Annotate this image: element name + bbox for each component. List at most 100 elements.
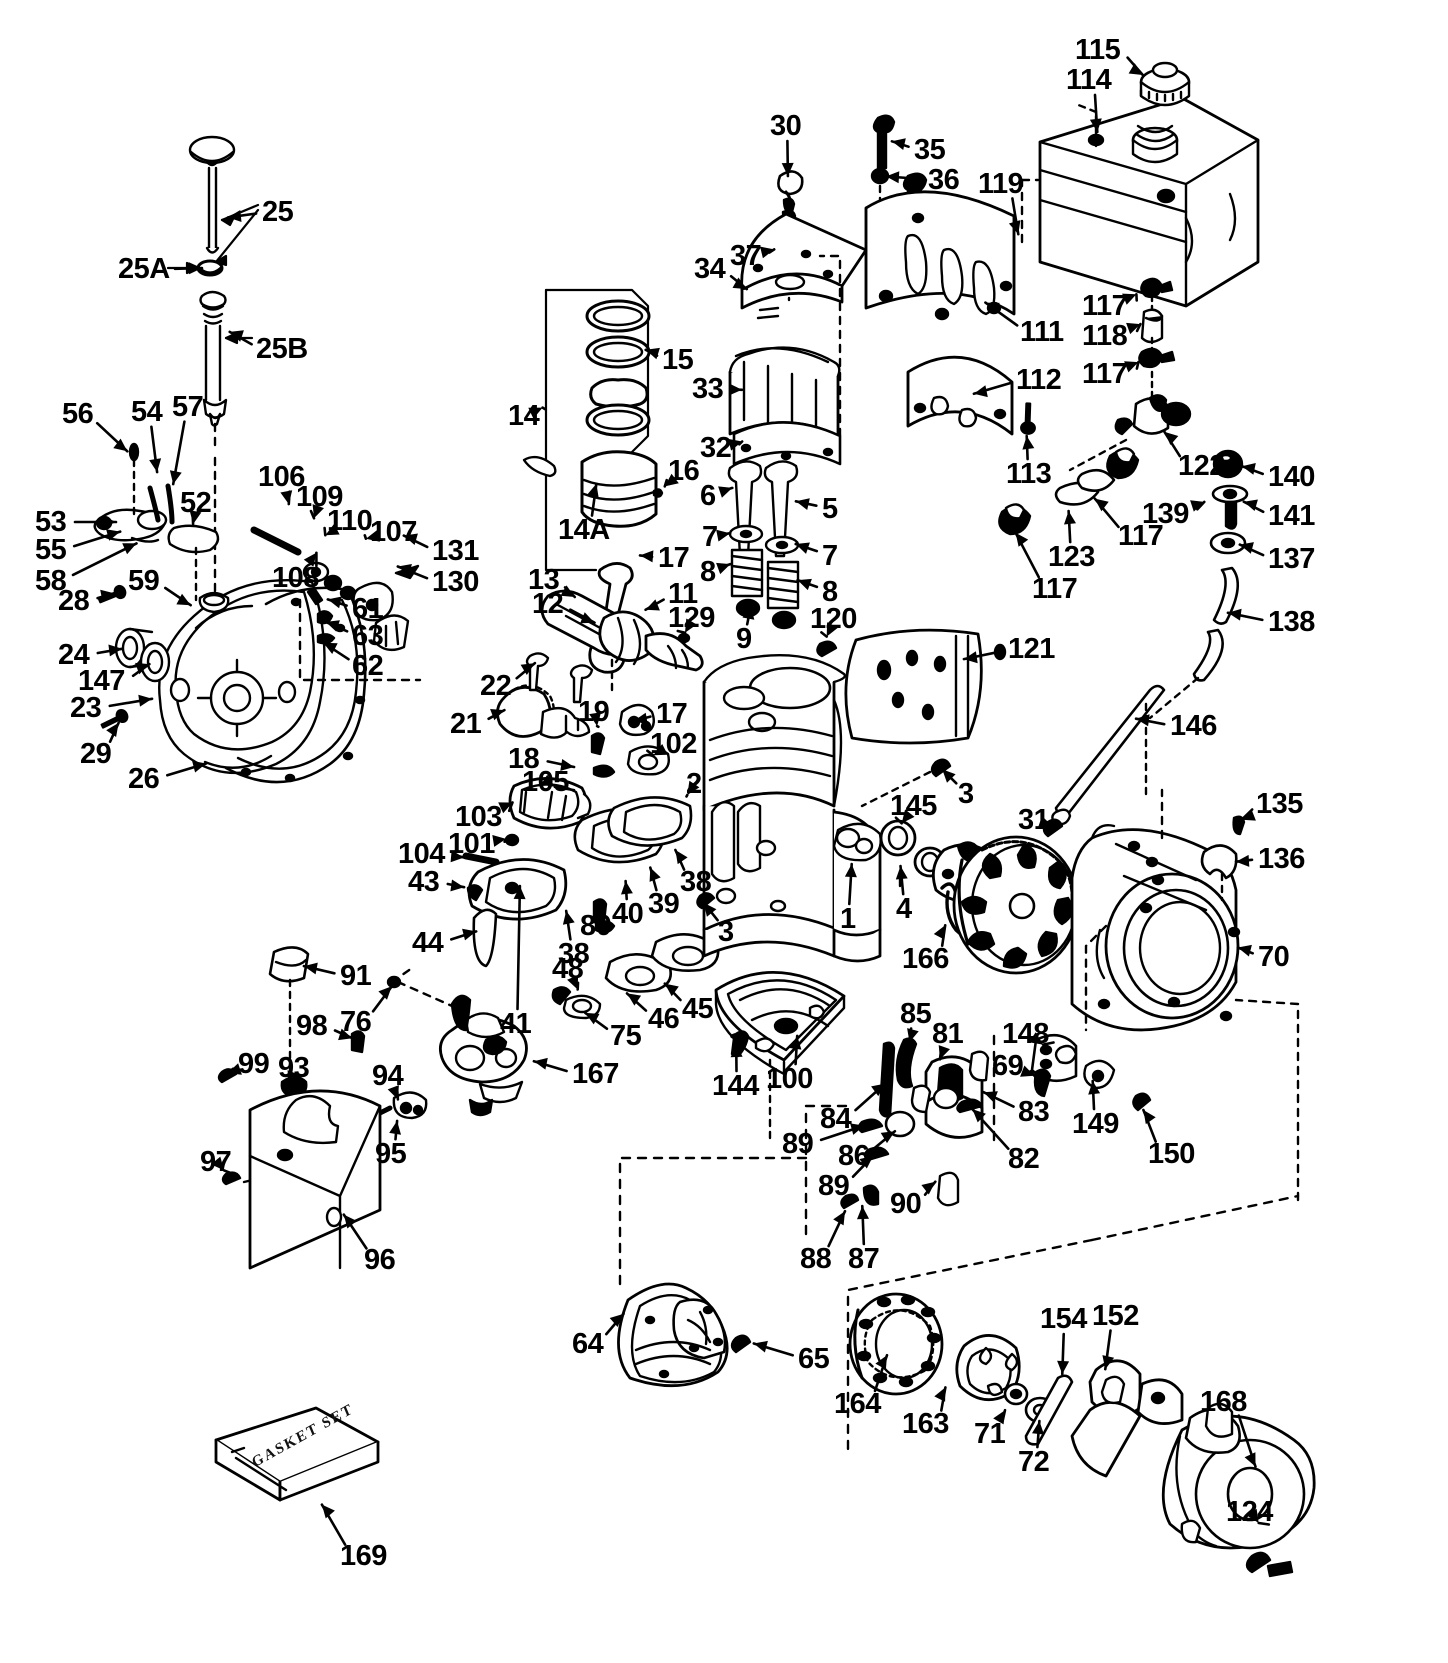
callout-25: 25 <box>262 196 294 228</box>
callout-62: 62 <box>352 650 384 682</box>
callout-84: 84 <box>820 1103 852 1135</box>
callout-65: 65 <box>798 1343 830 1375</box>
callout-95: 95 <box>375 1138 407 1170</box>
callout-164: 164 <box>834 1388 881 1420</box>
callout-83: 83 <box>1018 1096 1050 1128</box>
callout-31: 31 <box>1018 804 1050 836</box>
callout-8a: 8 <box>700 556 716 588</box>
callout-34: 34 <box>694 253 726 285</box>
callout-8b: 8 <box>822 576 838 608</box>
callout-123: 123 <box>1048 541 1095 573</box>
callout-56: 56 <box>62 398 94 430</box>
callout-120: 120 <box>810 603 857 635</box>
callout-101: 101 <box>448 828 495 860</box>
callout-38a: 38 <box>558 938 590 970</box>
callout-75: 75 <box>610 1020 642 1052</box>
callout-43: 43 <box>408 866 440 898</box>
callout-36: 36 <box>928 164 960 196</box>
callout-18: 18 <box>508 743 540 775</box>
callout-106: 106 <box>258 461 305 493</box>
callout-38b: 38 <box>680 866 712 898</box>
callout-32: 32 <box>700 432 732 464</box>
callout-41: 41 <box>500 1008 532 1040</box>
callout-57: 57 <box>172 391 204 423</box>
callout-76: 76 <box>340 1006 372 1038</box>
callout-25B: 25B <box>256 333 308 365</box>
callout-91: 91 <box>340 960 372 992</box>
callout-112: 112 <box>1016 364 1062 396</box>
callout-118: 118 <box>1082 320 1128 352</box>
callout-46: 46 <box>648 1003 680 1035</box>
callout-139: 139 <box>1142 498 1189 530</box>
callout-129: 129 <box>668 602 715 634</box>
callout-105: 105 <box>522 766 569 798</box>
callout-138: 138 <box>1268 606 1315 638</box>
callout-104: 104 <box>398 838 445 870</box>
callout-61: 61 <box>352 593 384 625</box>
callout-11: 11 <box>668 578 698 610</box>
callout-144: 144 <box>712 1070 759 1102</box>
callout-119: 119 <box>978 168 1024 200</box>
callout-136: 136 <box>1258 843 1305 875</box>
callout-94: 94 <box>372 1060 404 1092</box>
callout-154: 154 <box>1040 1303 1087 1335</box>
callout-93: 93 <box>278 1052 310 1084</box>
callout-5: 5 <box>822 493 838 525</box>
callout-141: 141 <box>1268 500 1315 532</box>
callout-64: 64 <box>572 1328 604 1360</box>
callout-29: 29 <box>80 738 112 770</box>
callout-19: 19 <box>578 696 610 728</box>
callout-16: 16 <box>668 455 700 487</box>
callout-140: 140 <box>1268 461 1315 493</box>
callout-148: 148 <box>1002 1018 1049 1050</box>
callout-163: 163 <box>902 1408 949 1440</box>
callout-89b: 89 <box>818 1170 850 1202</box>
callout-115: 115 <box>1075 34 1121 66</box>
callout-55: 55 <box>35 534 67 566</box>
callout-24: 24 <box>58 639 90 671</box>
callout-117b: 117 <box>1082 358 1128 390</box>
callout-169: 169 <box>340 1540 387 1572</box>
callout-70: 70 <box>1258 941 1290 973</box>
callout-80: 80 <box>580 910 612 942</box>
callout-45: 45 <box>682 993 714 1025</box>
callout-12: 12 <box>532 588 564 620</box>
callout-21: 21 <box>450 708 482 740</box>
callout-17: 17 <box>658 542 690 574</box>
callout-72: 72 <box>1018 1446 1050 1478</box>
callout-117c: 117 <box>1118 520 1164 552</box>
callout-14A: 14A <box>558 514 610 546</box>
callout-3a: 3 <box>958 778 974 810</box>
callout-109: 109 <box>296 481 343 513</box>
callout-39: 39 <box>648 888 680 920</box>
callout-114: 114 <box>1066 64 1112 96</box>
callout-130: 130 <box>432 566 479 598</box>
callout-3b: 3 <box>718 916 734 948</box>
callout-86: 86 <box>838 1140 870 1172</box>
callout-90: 90 <box>890 1188 922 1220</box>
callout-71: 71 <box>974 1418 1006 1450</box>
callout-137: 137 <box>1268 543 1315 575</box>
callout-22: 22 <box>480 670 512 702</box>
callout-82: 82 <box>1008 1143 1040 1175</box>
callout-88: 88 <box>800 1243 832 1275</box>
callout-48: 48 <box>552 953 584 985</box>
callout-97: 97 <box>200 1146 232 1178</box>
callout-26: 26 <box>128 763 160 795</box>
callout-63: 63 <box>352 620 384 652</box>
callout-14: 14 <box>508 400 540 432</box>
callout-131: 131 <box>432 535 479 567</box>
callout-87: 87 <box>848 1243 880 1275</box>
callout-2: 2 <box>686 768 702 800</box>
callout-52: 52 <box>180 487 212 519</box>
callout-59: 59 <box>128 565 160 597</box>
callout-7a: 7 <box>702 521 718 553</box>
callout-113: 113 <box>1006 458 1052 490</box>
callout-33: 33 <box>692 373 724 405</box>
callout-17b: 17 <box>656 698 688 730</box>
callout-40: 40 <box>612 898 644 930</box>
callout-44: 44 <box>412 927 444 959</box>
callout-4: 4 <box>896 893 912 925</box>
callout-99: 99 <box>238 1048 270 1080</box>
